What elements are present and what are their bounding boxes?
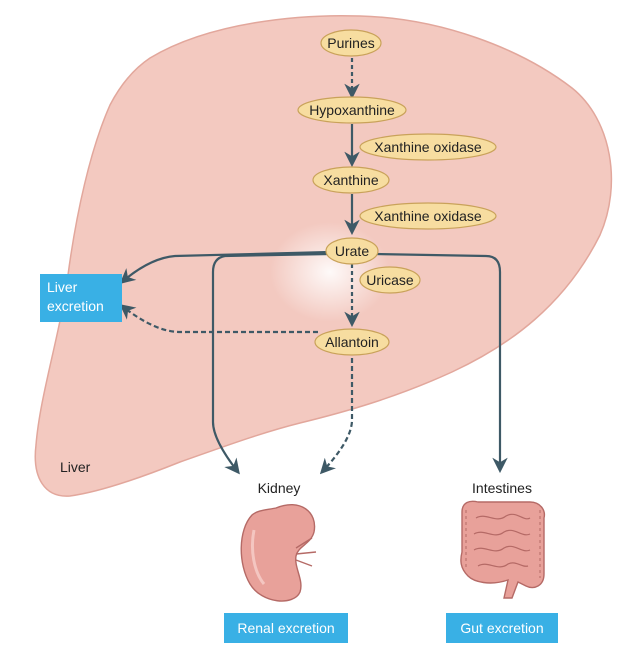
arrow-allantoin-kidney [319, 358, 354, 475]
node-xanthine-oxidase-1: Xanthine oxidase [359, 133, 497, 161]
liver-label: Liver [60, 459, 91, 475]
node-urate-label: Urate [335, 243, 369, 259]
node-purines-label: Purines [327, 35, 374, 51]
arrow-urate-kidney [211, 252, 331, 475]
node-xanthine-oxidase-2-label: Xanthine oxidase [374, 208, 482, 224]
intestines-icon [460, 500, 546, 599]
gut-excretion-box: Gut excretion [446, 613, 558, 643]
node-xanthine-label: Xanthine [323, 172, 378, 188]
node-purines: Purines [320, 29, 382, 57]
node-hypoxanthine-label: Hypoxanthine [309, 102, 395, 118]
node-hypoxanthine: Hypoxanthine [297, 96, 407, 124]
liver-excretion-box: Liver excretion [40, 274, 122, 322]
node-xanthine: Xanthine [312, 166, 390, 194]
renal-excretion-box: Renal excretion [224, 613, 348, 643]
node-xanthine-oxidase-1-label: Xanthine oxidase [374, 139, 482, 155]
arrow-urate-liver-excretion [119, 250, 331, 285]
intestines-label: Intestines [472, 480, 532, 496]
node-uricase-label: Uricase [366, 272, 414, 288]
kidney-icon [240, 503, 317, 602]
node-urate: Urate [325, 237, 379, 265]
liver-excretion-line2: excretion [47, 298, 104, 314]
node-uricase: Uricase [359, 266, 421, 294]
node-xanthine-oxidase-2: Xanthine oxidase [359, 202, 497, 230]
node-allantoin-label: Allantoin [325, 334, 379, 350]
arrow-allantoin-liver-excretion [119, 304, 318, 334]
pathway-arrows [119, 58, 508, 475]
liver-excretion-line1: Liver [47, 279, 78, 295]
node-allantoin: Allantoin [314, 328, 390, 356]
arrow-urate-intestines [373, 252, 508, 474]
gut-excretion-label: Gut excretion [460, 620, 543, 636]
renal-excretion-label: Renal excretion [237, 620, 334, 636]
kidney-label: Kidney [258, 480, 301, 496]
